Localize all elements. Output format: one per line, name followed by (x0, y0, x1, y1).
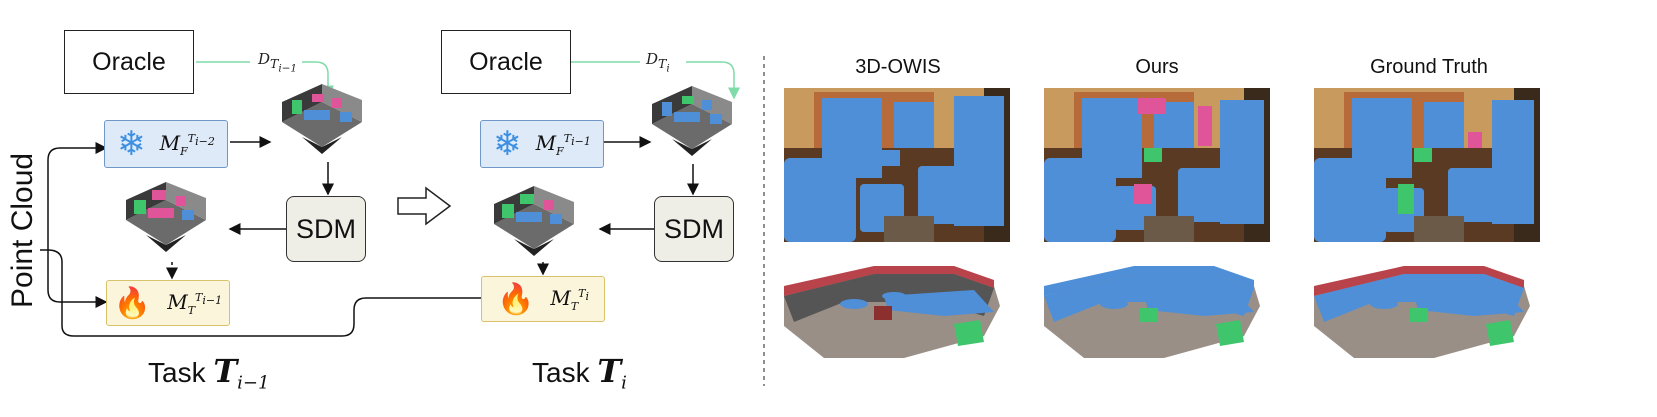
input-to-next-task-line (47, 249, 502, 337)
result-lounge-baseline (784, 266, 1000, 358)
sdm-label: SDM (664, 213, 724, 244)
oracle-label: Oracle (469, 47, 543, 76)
result-room-ground-truth (1314, 88, 1540, 242)
frozen-model-label-prev: MFTi−2 (159, 130, 215, 158)
train-model-label-prev: MTTi−1 (167, 289, 223, 317)
data-label-cur: DTi (646, 50, 670, 75)
sdm-label: SDM (296, 213, 356, 244)
column-header-baseline: 3D-OWIS (855, 56, 941, 78)
result-room-baseline (784, 88, 1010, 242)
result-lounge-ours (1044, 266, 1260, 358)
oracle-label: Oracle (92, 47, 166, 76)
train-model-label-cur: MTTi (550, 285, 590, 313)
hollow-arrow-icon (397, 186, 452, 226)
oracle-box-cur: Oracle (441, 30, 571, 94)
column-header-ground-truth: Ground Truth (1370, 56, 1488, 78)
frozen-model-box-cur: ❄ MFTi−1 (480, 120, 604, 168)
fire-icon: 🔥 (496, 282, 535, 316)
frozen-model-box-prev: ❄ MFTi−2 (104, 120, 228, 168)
train-model-box-cur: 🔥 MTTi (481, 276, 605, 322)
sdm-box-prev: SDM (286, 196, 366, 262)
oracle-box-prev: Oracle (64, 30, 194, 94)
snowflake-icon: ❄ (493, 125, 522, 163)
result-lounge-ground-truth (1314, 266, 1530, 358)
frozen-model-label-cur: MFTi−1 (535, 130, 591, 158)
snowflake-icon: ❄ (117, 125, 146, 163)
scene-thumb-cur-labeled (652, 86, 732, 156)
data-label-prev: DTi−1 (258, 50, 298, 75)
column-header-ours: Ours (1135, 56, 1179, 78)
fire-icon: 🔥 (113, 286, 152, 320)
sdm-box-cur: SDM (654, 196, 734, 262)
scene-thumb-prev-pseudo (126, 182, 206, 252)
input-to-frozen-line (47, 142, 108, 250)
scene-thumb-prev-labeled (282, 84, 362, 154)
point-cloud-label: Point Cloud (6, 152, 39, 308)
train-model-box-prev: 🔥 MTTi−1 (106, 280, 230, 326)
result-room-ours (1044, 88, 1270, 242)
input-to-train-line (47, 250, 108, 308)
task-label-prev: Task Ti−1 (148, 352, 270, 394)
scene-thumb-cur-pseudo (494, 186, 574, 256)
task-label-cur: Task Ti (532, 352, 627, 394)
